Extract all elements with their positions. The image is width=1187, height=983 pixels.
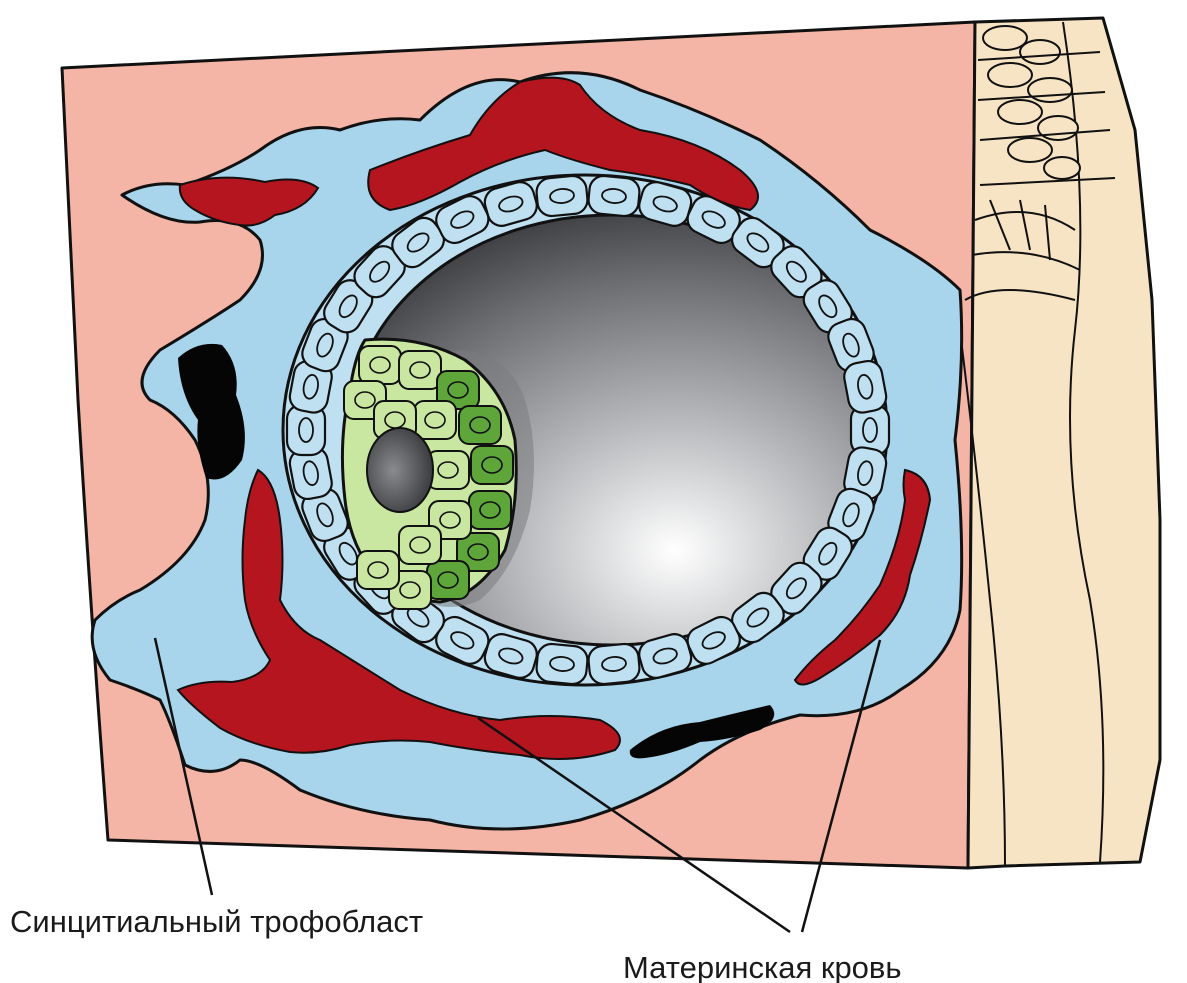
cytotrophoblast-cell	[535, 175, 588, 217]
embryoblast-cell	[469, 491, 511, 529]
embryoblast	[342, 339, 534, 609]
label-syncytiotrophoblast: Синцитиальный трофобласт	[10, 904, 423, 939]
embryoblast-cell	[427, 561, 469, 599]
embryoblast-cell	[359, 346, 401, 384]
uterine-epithelium	[955, 18, 1160, 868]
embryoblast-cell	[414, 401, 456, 439]
cytotrophoblast-cell	[535, 643, 588, 685]
embryoblast-cell	[459, 406, 501, 444]
embryoblast-cell	[399, 526, 441, 564]
embryoblast-cell	[357, 551, 399, 589]
embryoblast-cell	[471, 446, 513, 484]
embryoblast-inner-cavity	[367, 428, 433, 512]
cytotrophoblast-cell	[587, 643, 640, 685]
cytotrophoblast-cell	[587, 175, 640, 217]
label-maternal-blood: Материнская кровь	[623, 950, 902, 983]
embryoblast-cell	[399, 351, 441, 389]
